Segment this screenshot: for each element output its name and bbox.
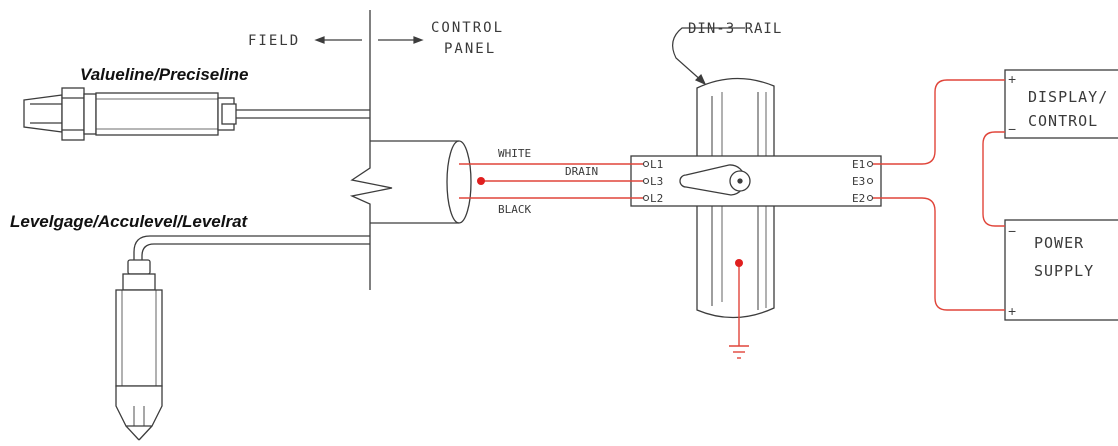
- wire-display-power: [982, 131, 1005, 227]
- ground-symbol: [729, 263, 749, 359]
- sensor-bottom-cable: [133, 235, 370, 262]
- control-panel-label-line2: PANEL: [444, 41, 496, 57]
- control-panel-label-line1: CONTROL: [431, 20, 504, 36]
- terminal-l3-label: L3: [650, 175, 663, 188]
- terminal-l2-label: L2: [650, 192, 663, 205]
- wire-black-label: BLACK: [498, 203, 531, 216]
- power-plus: +: [1008, 303, 1016, 319]
- display-minus: −: [1008, 121, 1016, 137]
- ground-dot: [735, 259, 743, 267]
- sensor-wires: [459, 163, 643, 199]
- din-rail-callout: [672, 27, 745, 86]
- field-boundary: [349, 10, 393, 290]
- terminal-circles: [642, 160, 874, 202]
- sensor-top-icon: [23, 87, 237, 141]
- din-rail-label: DIN-3 RAIL: [688, 21, 782, 37]
- display-plus: +: [1008, 71, 1016, 87]
- sensor-bottom-icon: [115, 259, 163, 441]
- wire-e2-power: [873, 197, 1005, 311]
- field-label: FIELD: [248, 33, 300, 49]
- wire-drain-label: DRAIN: [565, 165, 598, 178]
- terminal-l1-label: L1: [650, 158, 663, 171]
- power-minus: −: [1008, 223, 1016, 239]
- field-arrows: [314, 36, 424, 44]
- terminal-lever: [679, 164, 751, 196]
- display-control-box: [1004, 69, 1118, 139]
- display-label-line1: DISPLAY/: [1028, 88, 1108, 106]
- terminal-e2-label: E2: [852, 192, 865, 205]
- sensor-top-label: Valueline/Preciseline: [80, 65, 249, 84]
- wire-white-label: WHITE: [498, 147, 531, 160]
- cable-shield: [370, 140, 472, 224]
- terminal-e1-label: E1: [852, 158, 865, 171]
- power-label-line1: POWER: [1034, 234, 1084, 252]
- sensor-bottom-label: Levelgage/Acculevel/Levelrat: [10, 212, 249, 231]
- power-supply-box: [1004, 219, 1118, 321]
- sensor-top-cable: [236, 109, 370, 119]
- terminal-e3-label: E3: [852, 175, 865, 188]
- power-label-line2: SUPPLY: [1034, 262, 1094, 280]
- wire-e1-display: [873, 79, 1005, 165]
- terminal-block: [630, 155, 882, 207]
- drain-junction-dot: [477, 177, 485, 185]
- output-wires: [873, 79, 1005, 311]
- display-label-line2: CONTROL: [1028, 112, 1098, 130]
